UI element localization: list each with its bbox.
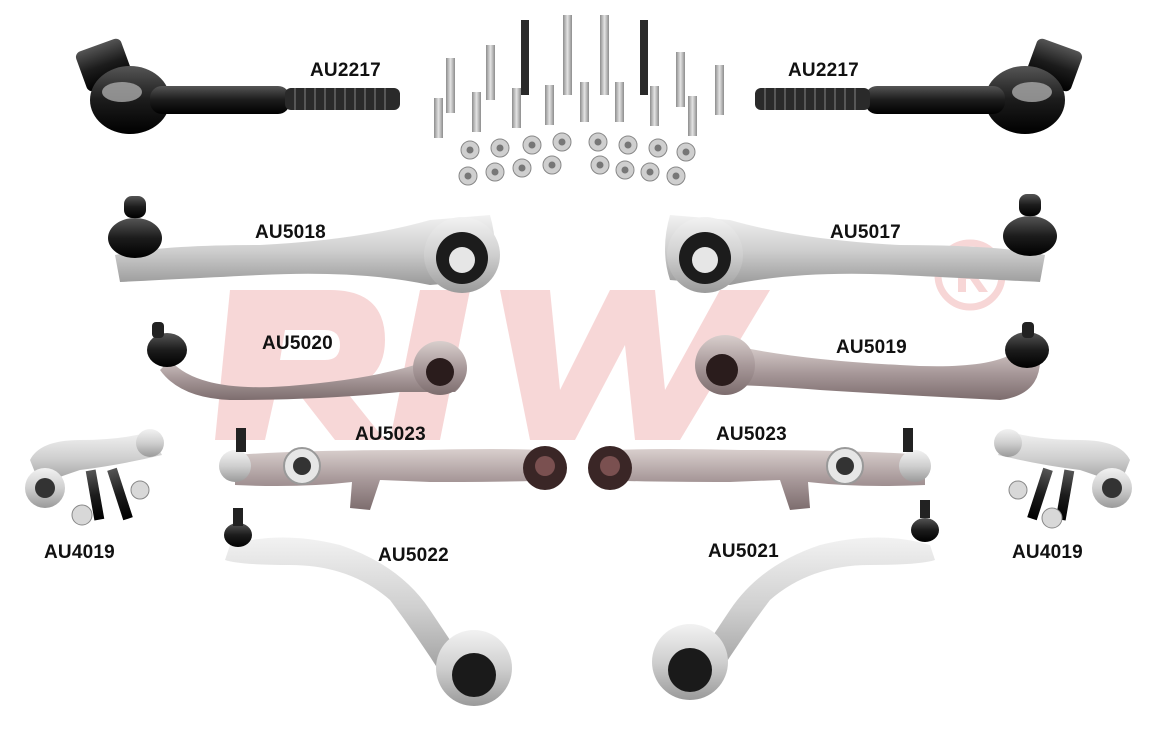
label-stabilizer-link-right: AU4019	[1012, 542, 1083, 563]
label-tie-rod-end-right: AU2217	[788, 60, 859, 81]
upper-arm-rear-right	[665, 194, 1057, 293]
label-upper-arm-rear-left: AU5018	[255, 222, 326, 243]
stabilizer-link-left	[25, 429, 164, 526]
bolt-and-nut-set	[434, 15, 724, 186]
label-upper-arm-front-left: AU5020	[262, 333, 333, 354]
label-stabilizer-link-left: AU4019	[44, 542, 115, 563]
label-upper-arm-rear-right: AU5017	[830, 222, 901, 243]
brand-watermark	[215, 239, 1006, 440]
lower-arm-right	[588, 428, 931, 510]
upper-arm-rear-left	[108, 196, 500, 293]
tie-rod-end-right	[755, 38, 1083, 134]
upper-arm-front-left	[147, 322, 467, 400]
upper-arm-front-right	[695, 322, 1049, 400]
label-curved-arm-right: AU5021	[708, 541, 779, 562]
curved-arm-right	[652, 500, 939, 700]
label-tie-rod-end-left: AU2217	[310, 60, 381, 81]
label-lower-arm-right: AU5023	[716, 424, 787, 445]
lower-arm-left	[219, 428, 567, 510]
curved-arm-left	[224, 508, 512, 706]
tie-rod-end-left	[75, 38, 400, 134]
label-curved-arm-left: AU5022	[378, 545, 449, 566]
label-upper-arm-front-right: AU5019	[836, 337, 907, 358]
label-lower-arm-left: AU5023	[355, 424, 426, 445]
stabilizer-link-right	[994, 429, 1132, 529]
